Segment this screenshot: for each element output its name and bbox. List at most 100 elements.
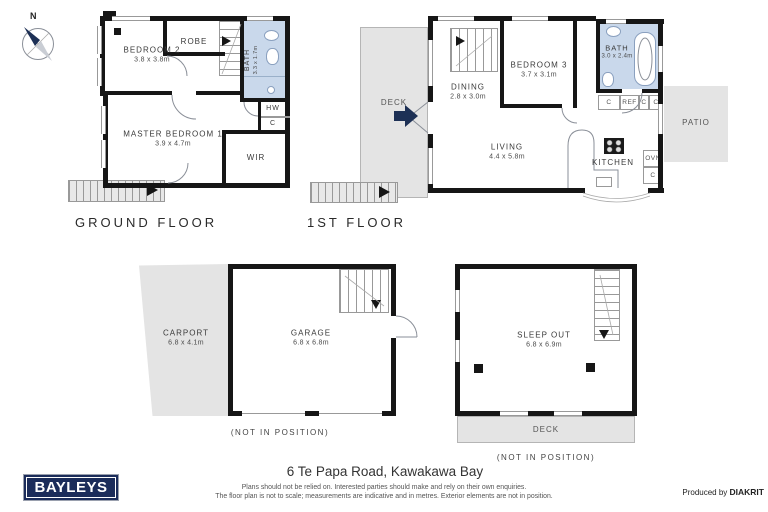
room-name: BEDROOM 2 bbox=[123, 45, 181, 55]
wall bbox=[648, 188, 664, 193]
cabinet-text: C bbox=[641, 99, 647, 106]
wall bbox=[261, 116, 290, 118]
room-label-kitchen: KITCHEN bbox=[592, 158, 634, 168]
wall bbox=[285, 16, 290, 188]
wall bbox=[222, 130, 226, 188]
disclaimer-line-1: Plans should not be relied on. Intereste… bbox=[241, 484, 527, 491]
sleepout-deck-area bbox=[457, 416, 635, 443]
wall bbox=[596, 89, 622, 93]
wall bbox=[642, 89, 663, 93]
room-label-bedroom2: BEDROOM 2 3.8 x 3.8m bbox=[123, 46, 180, 65]
room-name: WIR bbox=[246, 153, 266, 163]
wall bbox=[240, 16, 244, 102]
wall bbox=[228, 264, 396, 269]
room-label-bedroom3: BEDROOM 3 3.7 x 3.1m bbox=[510, 61, 567, 80]
window bbox=[428, 40, 433, 86]
wall bbox=[305, 411, 319, 416]
room-dims: 6.8 x 6.8m bbox=[293, 339, 329, 347]
wall bbox=[228, 264, 233, 416]
room-dims: 3.8 x 3.8m bbox=[134, 56, 170, 64]
window bbox=[101, 106, 106, 134]
sink-icon bbox=[264, 30, 279, 41]
compass-north-label: N bbox=[30, 11, 37, 21]
sink-icon bbox=[606, 26, 621, 37]
wall bbox=[100, 16, 290, 21]
door-arc bbox=[171, 94, 197, 120]
staircase bbox=[450, 28, 498, 72]
room-dims: 3.0 x 2.4m bbox=[601, 53, 633, 60]
window bbox=[455, 340, 460, 362]
room-name: BATH bbox=[244, 48, 252, 72]
patio-area bbox=[664, 86, 728, 162]
room-dims: 2.8 x 3.0m bbox=[450, 93, 486, 101]
garage-note: (NOT IN POSITION) bbox=[230, 428, 330, 437]
wall bbox=[258, 100, 261, 133]
room-name: KITCHEN bbox=[591, 158, 635, 168]
room-name: LIVING bbox=[490, 142, 524, 152]
bathtub-icon bbox=[634, 32, 656, 86]
garage-door-line bbox=[319, 413, 382, 414]
wall bbox=[632, 264, 637, 416]
exterior-steps bbox=[310, 182, 398, 203]
room-name: BEDROOM 3 bbox=[510, 60, 568, 70]
bayleys-logo: BAYLEYS bbox=[23, 474, 119, 501]
room-label-bath-ground: BATH 3.3 x 1.7m bbox=[244, 46, 260, 75]
staircase bbox=[594, 269, 620, 341]
wall bbox=[100, 91, 172, 95]
wall bbox=[455, 264, 637, 269]
cabinet-label: C bbox=[639, 95, 649, 110]
room-dims: 3.3 x 1.7m bbox=[253, 45, 260, 75]
property-address: 6 Te Papa Road, Kawakawa Bay bbox=[286, 464, 484, 479]
wall bbox=[196, 91, 244, 95]
window bbox=[606, 19, 626, 24]
fridge-label: REF bbox=[620, 95, 639, 110]
wall bbox=[596, 19, 600, 93]
room-name: SLEEP OUT bbox=[517, 330, 571, 340]
room-label-sleepout: SLEEP OUT 6.8 x 6.9m bbox=[517, 331, 571, 350]
door-arc bbox=[395, 315, 418, 338]
wall bbox=[222, 130, 290, 134]
window bbox=[658, 46, 663, 72]
bay-window-line bbox=[582, 192, 651, 199]
window bbox=[455, 290, 460, 312]
room-label-patio: PATIO bbox=[682, 118, 710, 128]
post bbox=[586, 363, 595, 372]
first-floor-title: 1ST FLOOR bbox=[307, 215, 407, 230]
shower-drain-icon bbox=[267, 86, 275, 94]
window bbox=[438, 16, 474, 21]
room-label-carport: CARPORT 6.8 x 4.1m bbox=[163, 329, 209, 348]
room-name: C bbox=[269, 119, 277, 127]
room-dims: 6.8 x 4.1m bbox=[168, 339, 204, 347]
room-dims: 3.9 x 4.7m bbox=[155, 140, 191, 148]
cabinet-text: C bbox=[606, 99, 612, 106]
room-label-garage: GARAGE 6.8 x 6.8m bbox=[291, 329, 331, 348]
bath-divider bbox=[244, 76, 285, 77]
room-name: DINING bbox=[451, 82, 485, 92]
door-arc bbox=[243, 101, 259, 117]
room-name: BATH bbox=[605, 43, 629, 53]
room-name: DECK bbox=[532, 425, 560, 435]
garage-door-line bbox=[242, 413, 305, 414]
room-name: ROBE bbox=[180, 37, 208, 47]
door-arc bbox=[167, 162, 189, 184]
window bbox=[247, 16, 273, 21]
room-label-wir: WIR bbox=[247, 153, 266, 163]
staircase bbox=[339, 269, 389, 313]
bay-window-line bbox=[582, 195, 651, 203]
window bbox=[97, 58, 102, 86]
cabinet-label: C bbox=[598, 95, 620, 110]
window bbox=[428, 148, 433, 184]
room-label-hw: HW bbox=[266, 105, 280, 113]
post bbox=[474, 364, 483, 373]
room-dims: 6.8 x 6.9m bbox=[526, 341, 562, 349]
wall bbox=[228, 411, 242, 416]
wall bbox=[500, 104, 562, 108]
compass-rose-icon bbox=[22, 27, 54, 61]
room-label-cupboard: C bbox=[270, 120, 276, 128]
cabinet-text: C bbox=[650, 172, 656, 179]
bayleys-logo-text: BAYLEYS bbox=[34, 479, 108, 496]
room-name: DECK bbox=[380, 98, 408, 108]
credit-prefix: Produced by bbox=[682, 488, 730, 497]
fireplace bbox=[114, 28, 121, 35]
window bbox=[112, 16, 150, 21]
